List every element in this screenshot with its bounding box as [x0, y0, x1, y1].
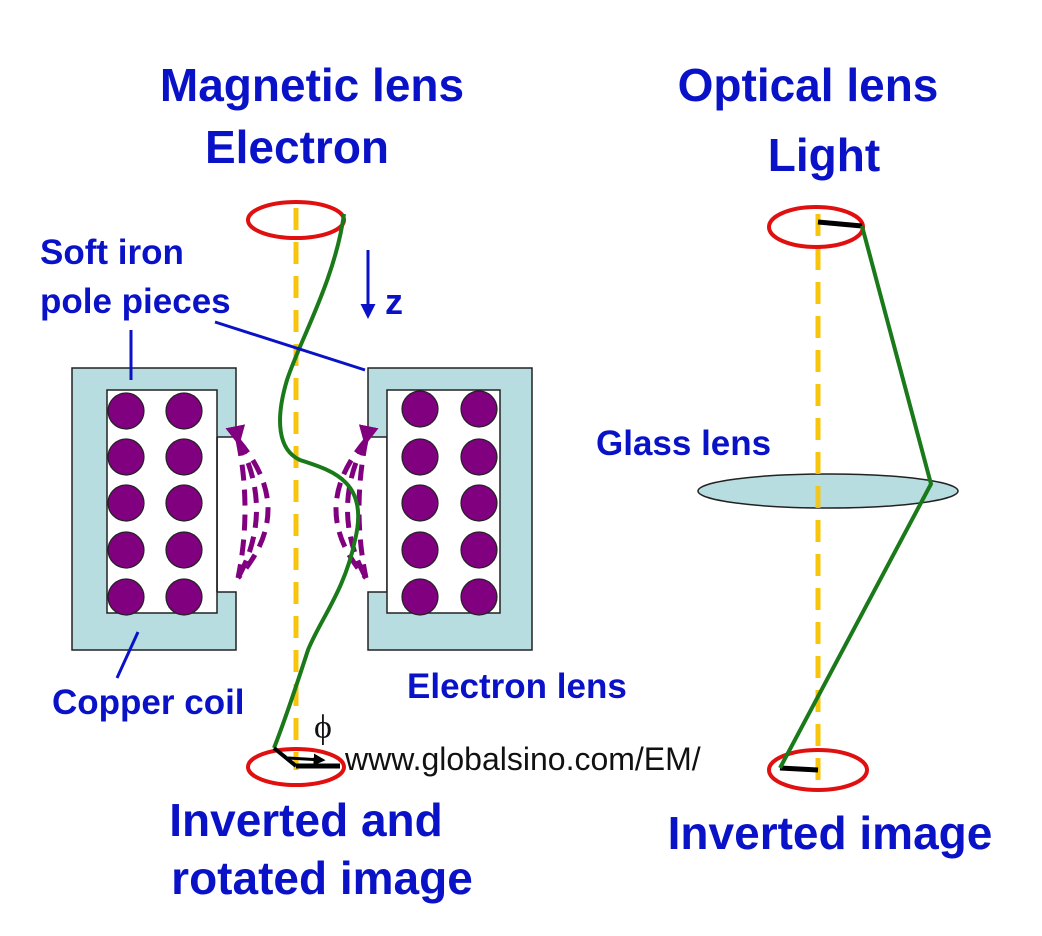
light-ray [778, 225, 934, 769]
watermark-url: www.globalsino.com/EM/ [344, 741, 701, 777]
optical-image-plane-ring [767, 748, 869, 792]
magnetic-image-label-line1: Inverted and [169, 794, 443, 846]
optical-lens-title: Optical lens [678, 59, 939, 111]
glass-lens [697, 473, 959, 509]
magnetic-lens-title: Magnetic lens [160, 59, 464, 111]
magnetic-lens-subtitle: Electron [205, 121, 389, 173]
pole-pieces-label-line1: Soft iron [40, 233, 184, 272]
magnetic-image-plane-ring [246, 747, 346, 787]
pole-piece-pointer-right [214, 320, 366, 372]
magnetic-image-label-line2: rotated image [171, 852, 473, 904]
magnetic-field-lines [225, 424, 379, 580]
glass-lens-label: Glass lens [596, 424, 771, 463]
pole-piece-right [367, 367, 533, 651]
copper-coil-left [107, 392, 203, 616]
rotation-angle-symbol: ϕ [314, 709, 332, 746]
optical-object-segment [817, 219, 863, 229]
z-axis-label: z [385, 281, 403, 322]
pole-pieces-label-line2: pole pieces [40, 282, 231, 321]
optical-image-segment [779, 765, 819, 773]
optical-lens-subtitle: Light [768, 129, 880, 181]
electron-lens-label: Electron lens [407, 667, 627, 706]
copper-coil-pointer [115, 631, 140, 679]
electron-trajectory [272, 213, 361, 749]
copper-coil-right [401, 390, 498, 616]
rotated-image-segment [272, 746, 298, 768]
pole-piece-left [71, 367, 237, 651]
optical-image-label: Inverted image [668, 807, 993, 859]
rotation-angle-arrow [287, 753, 326, 766]
copper-coil-label: Copper coil [52, 683, 245, 722]
